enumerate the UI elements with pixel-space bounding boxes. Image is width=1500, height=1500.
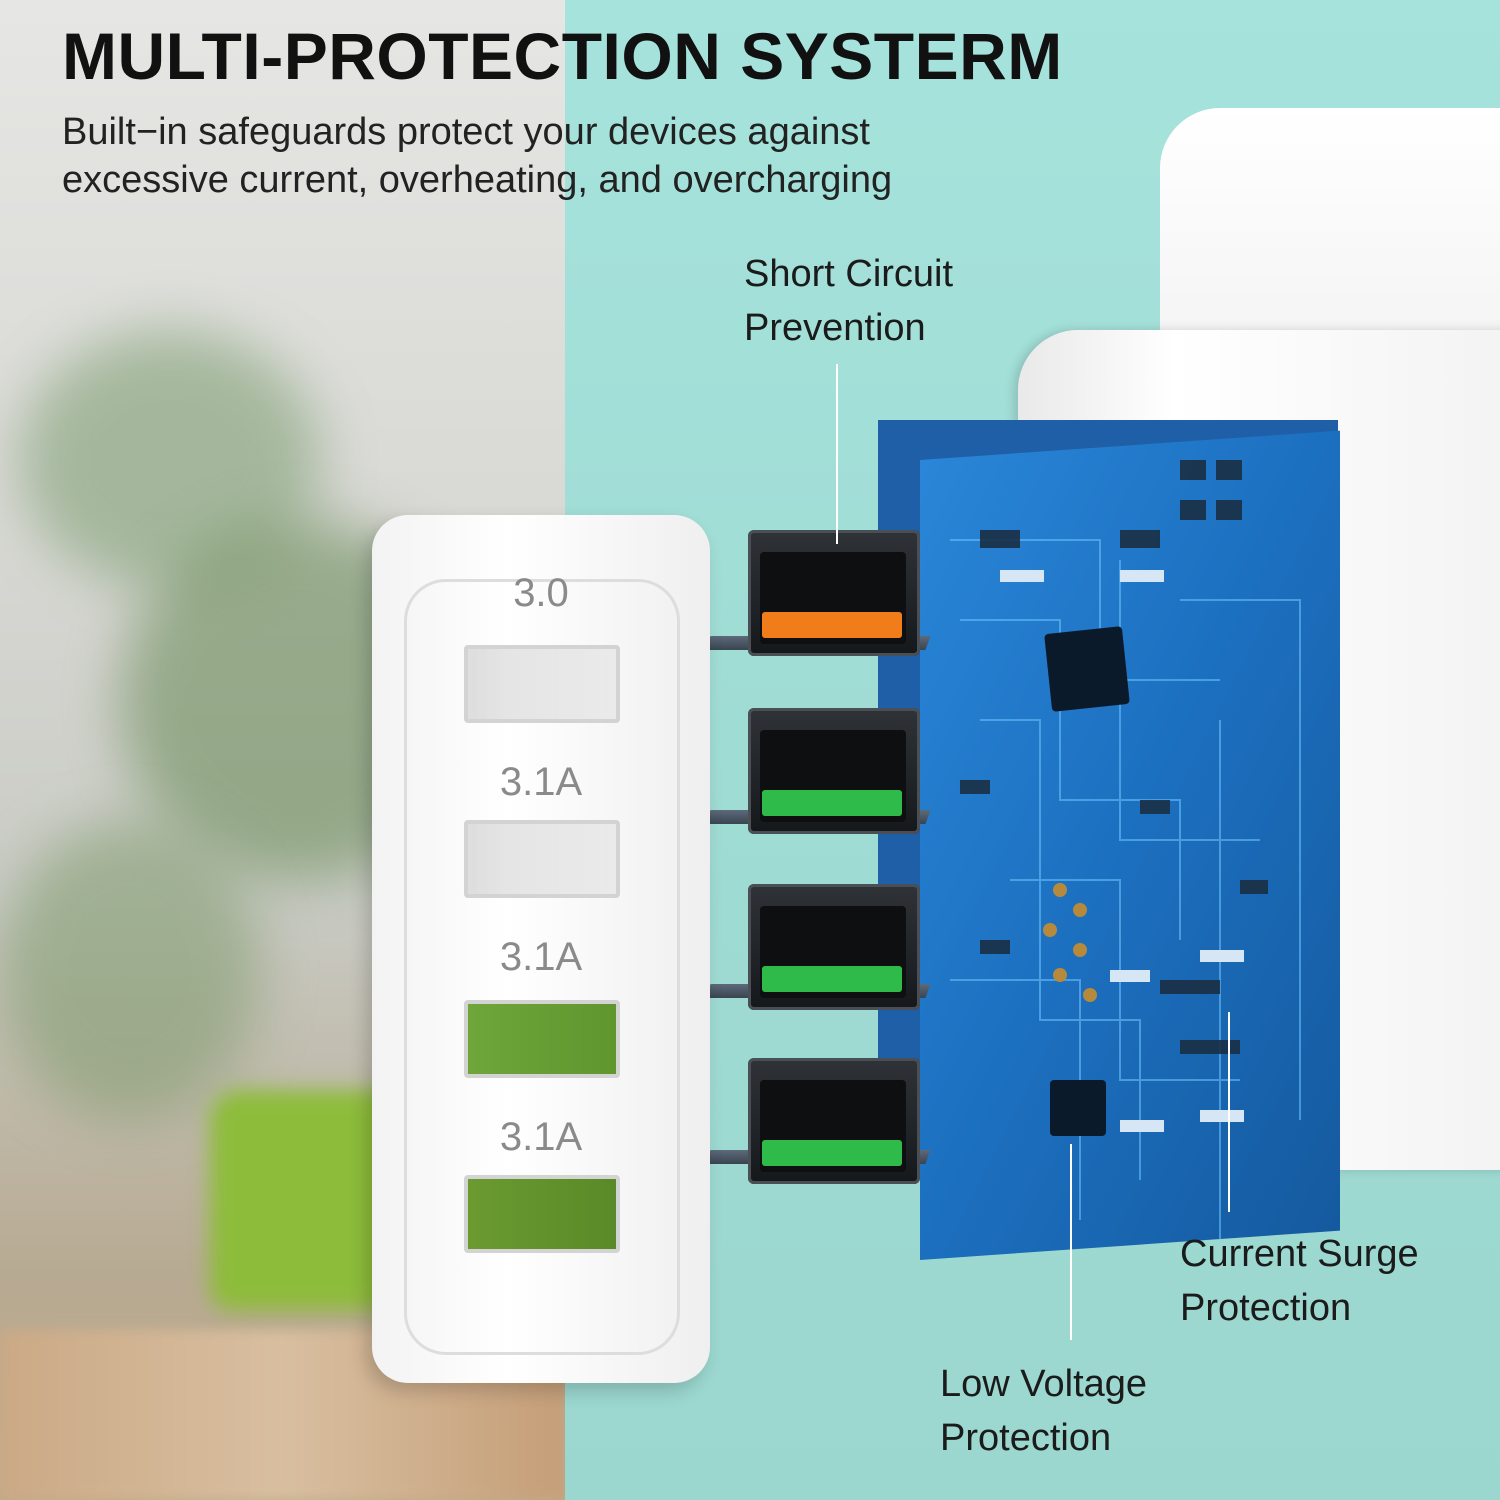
usb-port-tongue bbox=[762, 790, 902, 816]
port-rating-label: 3.1A bbox=[499, 1115, 583, 1159]
callout-leader-line bbox=[836, 364, 838, 544]
callout-text: Protection bbox=[1180, 1287, 1352, 1329]
callout-text: Low Voltage bbox=[940, 1363, 1148, 1405]
plant-blur bbox=[0, 820, 260, 1120]
callout-short-circuit: Short Circuit Prevention bbox=[744, 247, 953, 355]
faceplate-port-slot bbox=[464, 1175, 620, 1253]
usb-port-tongue bbox=[762, 612, 902, 638]
circuit-board bbox=[920, 430, 1340, 1260]
port-rating-label: 3.0 bbox=[513, 571, 569, 615]
callout-text: Protection bbox=[940, 1417, 1112, 1459]
page-title: MULTI-PROTECTION SYSTERM bbox=[62, 19, 1063, 93]
subtitle-line: Built−in safeguards protect your devices… bbox=[62, 111, 870, 153]
usb-port bbox=[748, 884, 920, 1010]
callout-text: Short Circuit bbox=[744, 253, 954, 295]
usb-port bbox=[748, 1058, 920, 1184]
faceplate-port-slot bbox=[464, 820, 620, 898]
page-subtitle: Built−in safeguards protect your devices… bbox=[62, 108, 1062, 204]
charger-faceplate: 3.0 3.1A 3.1A 3.1A bbox=[372, 515, 710, 1383]
callout-low-voltage: Low Voltage Protection bbox=[940, 1357, 1147, 1465]
faceplate-outline bbox=[404, 579, 680, 1355]
callout-text: Prevention bbox=[744, 307, 926, 349]
usb-port bbox=[748, 708, 920, 834]
usb-port-quick-charge bbox=[748, 530, 920, 656]
faceplate-port-slot bbox=[464, 1000, 620, 1078]
port-rating-label: 3.1A bbox=[499, 760, 583, 804]
usb-port-tongue bbox=[762, 966, 902, 992]
subtitle-line: excessive current, overheating, and over… bbox=[62, 159, 893, 201]
callout-leader-line bbox=[1070, 1144, 1072, 1340]
faceplate-port-slot bbox=[464, 645, 620, 723]
callout-leader-line bbox=[1228, 1012, 1230, 1212]
callout-current-surge: Current Surge Protection bbox=[1180, 1227, 1419, 1335]
usb-port-tongue bbox=[762, 1140, 902, 1166]
callout-text: Current Surge bbox=[1180, 1233, 1419, 1275]
port-rating-label: 3.1A bbox=[499, 935, 583, 979]
